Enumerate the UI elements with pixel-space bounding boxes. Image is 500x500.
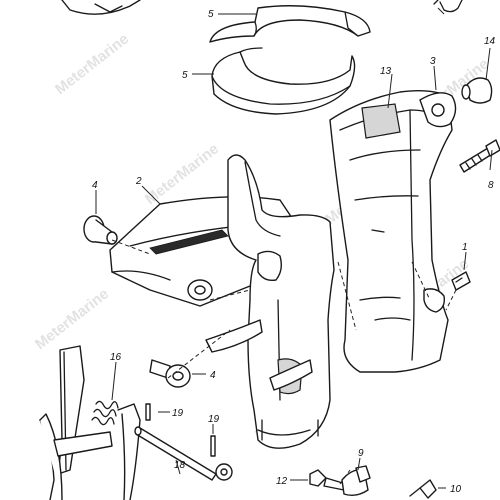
part-4-pin-lower bbox=[149, 359, 191, 388]
callout-19-right: 19 bbox=[208, 414, 220, 425]
callout-9: 9 bbox=[358, 448, 364, 459]
callout-13: 13 bbox=[380, 66, 392, 77]
part-14-stopper bbox=[433, 0, 493, 104]
callout-8: 8 bbox=[488, 180, 494, 191]
leader-lines bbox=[95, 7, 493, 489]
part-12-bolt bbox=[309, 469, 347, 491]
callout-1: 1 bbox=[462, 242, 468, 253]
part-19-pin-right bbox=[210, 435, 216, 457]
part-4-pin-upper bbox=[83, 215, 118, 245]
callout-19-left: 19 bbox=[172, 408, 184, 419]
callout-16: 16 bbox=[110, 352, 122, 363]
callout-3: 3 bbox=[430, 56, 436, 67]
alignment-lines bbox=[111, 239, 457, 485]
top-left-part bbox=[61, 0, 141, 15]
part-16-spring-bracket bbox=[39, 345, 141, 500]
callout-12: 12 bbox=[276, 476, 288, 487]
part-9-fitting bbox=[341, 465, 371, 497]
callout-labels: 5 5 13 3 14 8 4 2 1 4 16 19 19 18 12 9 1… bbox=[92, 9, 496, 495]
callout-5-lower: 5 bbox=[182, 70, 188, 81]
part-10-bolt bbox=[409, 479, 437, 499]
callout-14: 14 bbox=[484, 36, 496, 47]
part-main-housing bbox=[205, 154, 335, 449]
part-5-bushing-upper bbox=[209, 5, 371, 43]
part-5-bushing-lower bbox=[211, 47, 356, 115]
watermark-text: MeterMarine bbox=[32, 285, 112, 353]
part-19-pin-left bbox=[145, 403, 151, 421]
part-1-grease-fitting bbox=[451, 271, 471, 291]
callout-18: 18 bbox=[174, 460, 186, 471]
part-8-bolt bbox=[459, 139, 500, 173]
part-13-swivel-bracket bbox=[329, 89, 457, 373]
callout-5-upper: 5 bbox=[208, 9, 214, 20]
callout-4-lower: 4 bbox=[210, 370, 216, 381]
callout-2: 2 bbox=[135, 176, 142, 187]
part-18-shaft bbox=[134, 426, 233, 481]
callout-4-upper: 4 bbox=[92, 180, 98, 191]
callout-10: 10 bbox=[450, 484, 462, 495]
watermark-text: MeterMarine bbox=[52, 30, 132, 98]
